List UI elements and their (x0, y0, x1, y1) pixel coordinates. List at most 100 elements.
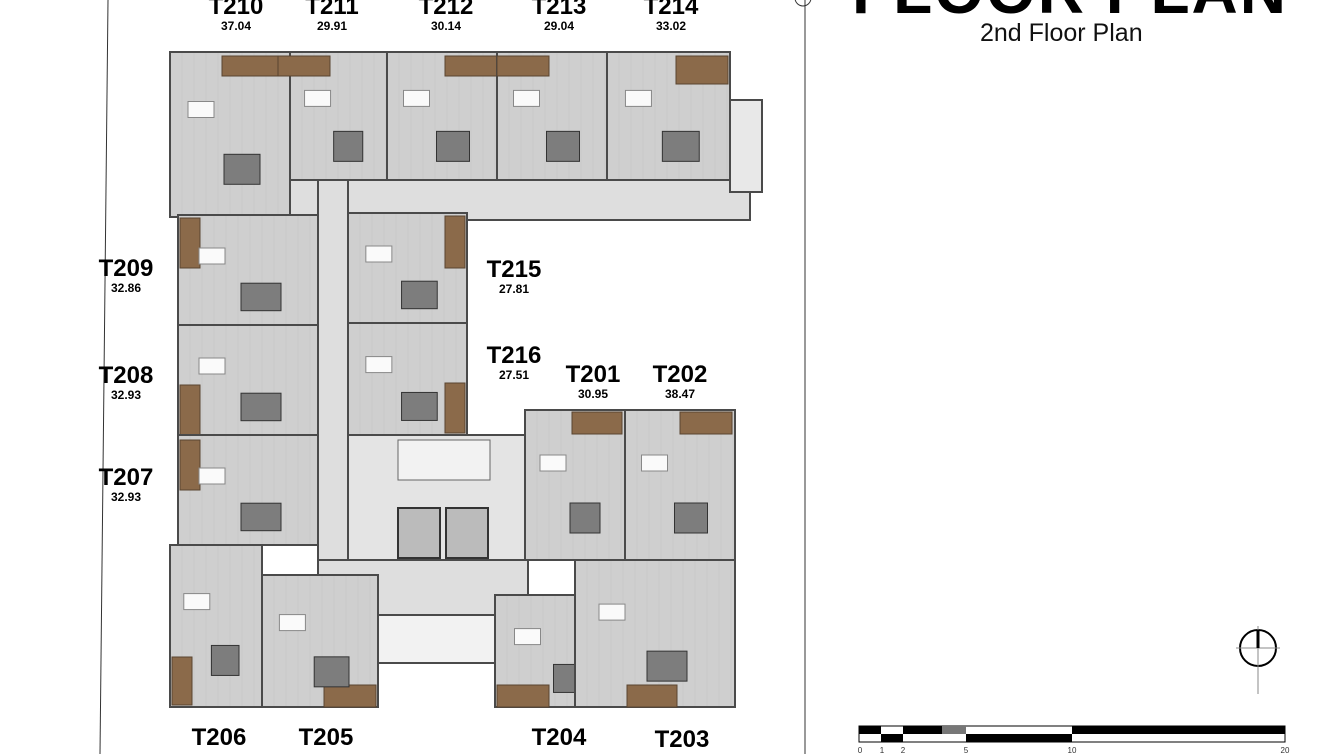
bathroom (333, 130, 364, 162)
table (278, 614, 306, 632)
wardrobe (179, 217, 201, 269)
unit-area: 29.04 (544, 19, 574, 33)
bathroom (436, 130, 470, 162)
unit-label: T215 (487, 256, 542, 283)
unit-label: T203 (655, 726, 710, 753)
unit-label: T205 (299, 724, 354, 751)
unit-label: T211 (305, 0, 358, 20)
table (513, 89, 540, 107)
unit-area: 29.91 (317, 19, 347, 33)
corridor-left (317, 179, 349, 621)
unit-floor (574, 559, 736, 708)
unit-label: T204 (532, 724, 587, 751)
bathroom (401, 280, 438, 310)
unit-label: T206 (192, 724, 247, 751)
wardrobe (323, 684, 377, 708)
unit-label: T214 (644, 0, 699, 20)
unit-area: 30.14 (431, 19, 461, 33)
table (198, 467, 226, 485)
table (198, 247, 226, 265)
unit-t207 (177, 434, 319, 546)
table (365, 245, 393, 263)
unit-label: T209 (99, 255, 154, 282)
table (624, 89, 652, 107)
wardrobe (444, 215, 466, 269)
unit-t212 (386, 51, 498, 181)
frame-line-left (99, 0, 109, 754)
wardrobe (221, 55, 279, 77)
wardrobe (496, 55, 550, 77)
bathroom (240, 392, 282, 422)
corridor-top (289, 179, 751, 221)
scale-tick: 10 (1068, 746, 1077, 754)
section-marker-icon (794, 0, 812, 7)
scale-tick: 5 (964, 746, 969, 754)
unit-label: T216 (487, 342, 542, 369)
plan-subtitle: 2nd Floor Plan (980, 19, 1143, 47)
bathroom (401, 391, 438, 421)
unit-label: T202 (653, 361, 708, 388)
unit-t215 (347, 212, 468, 324)
wardrobe (444, 55, 498, 77)
wardrobe (444, 382, 466, 434)
unit-label: T212 (419, 0, 474, 20)
unit-t205 (261, 574, 379, 708)
unit-floor (524, 409, 626, 561)
wardrobe (277, 55, 331, 77)
unit-label: T210 (209, 0, 264, 20)
elevator-1 (397, 507, 441, 559)
units (169, 51, 736, 708)
unit-t214 (606, 51, 731, 181)
wardrobe (626, 684, 678, 708)
bathroom (646, 650, 688, 682)
elevator-2 (445, 507, 489, 559)
unit-label: T207 (99, 464, 154, 491)
bathroom (569, 502, 601, 534)
wardrobe (179, 384, 201, 436)
scale-tick: 20 (1281, 746, 1290, 754)
scale-tick: 2 (901, 746, 906, 754)
unit-area: 32.86 (111, 281, 141, 295)
table (304, 89, 332, 107)
table (403, 89, 430, 107)
unit-label: T201 (566, 361, 621, 388)
unit-area: 33.02 (656, 19, 686, 33)
wardrobe (171, 656, 193, 706)
unit-t210 (169, 51, 291, 218)
bathroom (223, 153, 261, 185)
unit-floor (624, 409, 736, 561)
north-arrow-icon (1236, 626, 1280, 694)
unit-label: T208 (99, 362, 154, 389)
unit-t209 (177, 214, 319, 326)
void (377, 614, 496, 664)
unit-t208 (177, 324, 319, 436)
bathroom (240, 502, 282, 532)
unit-t211 (277, 51, 388, 181)
unit-t201 (524, 409, 626, 561)
unit-t213 (496, 51, 608, 181)
unit-area: 30.95 (578, 387, 608, 401)
bathroom (546, 130, 580, 162)
table (183, 593, 211, 611)
unit-area: 27.81 (499, 282, 529, 296)
table (641, 454, 668, 472)
stair-east (729, 99, 763, 193)
table (365, 356, 393, 374)
bathroom (674, 502, 708, 534)
unit-t203 (574, 559, 736, 708)
unit-label: T213 (532, 0, 587, 20)
wardrobe (179, 439, 201, 491)
unit-area: 32.93 (111, 490, 141, 504)
unit-t216 (347, 322, 468, 436)
scale-tick: 0 (858, 746, 863, 754)
bathroom (661, 130, 700, 162)
scale-bar: 0 1 2 5 10 20 (858, 725, 1290, 754)
scale-tick: 1 (880, 746, 885, 754)
bathroom (210, 644, 240, 676)
table (198, 357, 226, 375)
table (539, 454, 567, 472)
table (514, 628, 541, 646)
wardrobe (571, 411, 623, 435)
wardrobe (679, 411, 733, 435)
